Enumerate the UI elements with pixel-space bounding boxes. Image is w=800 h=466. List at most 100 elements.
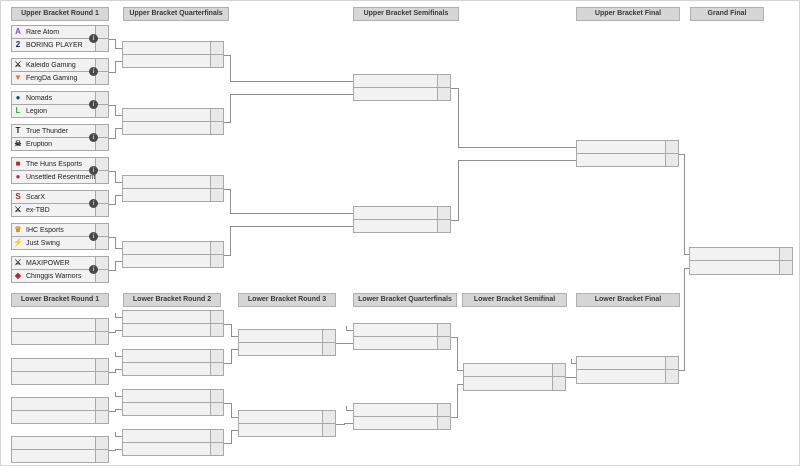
match-info-icon[interactable]: i xyxy=(89,133,98,142)
team-name[interactable]: MAXIPOWER xyxy=(26,259,70,267)
bracket-connector xyxy=(231,335,239,337)
team-name[interactable]: Rare Atom xyxy=(26,28,60,36)
bracket-connector xyxy=(336,423,345,425)
bracket-connector xyxy=(109,104,116,106)
team-name[interactable]: Legion xyxy=(26,107,48,115)
team-score xyxy=(210,443,223,455)
team-row xyxy=(239,424,335,436)
team-row[interactable]: ⚡Just Swing xyxy=(12,237,108,249)
team-name[interactable]: True Thunder xyxy=(26,127,69,135)
loser-drop-connector xyxy=(115,312,116,318)
team-name[interactable]: The Huns Esports xyxy=(26,160,83,168)
upper-quarterfinal-match-2 xyxy=(122,108,224,135)
bracket-connector xyxy=(224,54,231,56)
team-name[interactable]: Chinggis Warriors xyxy=(26,272,82,280)
team-row[interactable]: S ScarX xyxy=(12,191,108,204)
bracket-connector xyxy=(115,409,116,412)
bracket-connector xyxy=(231,430,232,444)
match-info-icon[interactable]: i xyxy=(89,67,98,76)
match-info-icon[interactable]: i xyxy=(89,166,98,175)
team-row xyxy=(464,377,565,390)
team-name[interactable]: FengDa Gaming xyxy=(26,74,78,82)
team-row[interactable]: ●Unsettled Resentment xyxy=(12,171,108,183)
team-row xyxy=(12,332,108,344)
team-row[interactable]: 2 BORING PLAYER xyxy=(12,39,108,51)
team-score xyxy=(552,377,565,390)
team-score xyxy=(95,270,108,282)
bracket-connector xyxy=(458,146,577,148)
match-info-icon[interactable]: i xyxy=(89,199,98,208)
team-row[interactable]: ⚔ex-TBD xyxy=(12,204,108,216)
team-score xyxy=(95,411,108,423)
team-score xyxy=(665,357,678,369)
rare-atom-logo-icon: A xyxy=(15,27,21,36)
team-score xyxy=(95,257,108,269)
team-name[interactable]: BORING PLAYER xyxy=(26,41,83,49)
team-row xyxy=(123,122,223,134)
team-score xyxy=(95,138,108,150)
team-score xyxy=(779,248,792,260)
team-score xyxy=(95,437,108,449)
team-row xyxy=(123,311,223,324)
header-lower-bracket-semifinal: Lower Bracket Semifinal xyxy=(462,293,567,307)
team-row[interactable]: ♛IHC Esports xyxy=(12,224,108,237)
lower-semifinal-match-1 xyxy=(463,363,566,391)
match-info-icon[interactable]: i xyxy=(89,34,98,43)
team-row[interactable]: ◆Chinggis Warriors xyxy=(12,270,108,282)
team-name[interactable]: ex-TBD xyxy=(26,206,50,214)
bracket-connector xyxy=(344,423,354,425)
bracket-connector xyxy=(458,87,459,148)
team-row[interactable]: ▼FengDa Gaming xyxy=(12,72,108,84)
team-row[interactable]: ■The Huns Esports xyxy=(12,158,108,171)
header-upper-bracket-round-1: Upper Bracket Round 1 xyxy=(11,7,109,21)
team-row[interactable]: ☠Eruption xyxy=(12,138,108,150)
upper-quarterfinal-match-1 xyxy=(122,41,224,68)
bracket-connector xyxy=(115,38,116,49)
team-score xyxy=(437,404,450,416)
team-name[interactable]: ScarX xyxy=(26,193,46,201)
bracket-connector xyxy=(230,94,354,96)
team-row[interactable]: ⚔Kaleido Gaming xyxy=(12,59,108,72)
team-name[interactable]: Just Swing xyxy=(26,239,60,247)
team-row xyxy=(577,357,678,370)
team-row[interactable]: ● Nomads xyxy=(12,92,108,105)
team-row xyxy=(12,359,108,372)
loser-drop-connector xyxy=(346,329,353,331)
match-info-icon[interactable]: i xyxy=(89,100,98,109)
bracket-connector xyxy=(109,38,116,40)
boring-player-logo-icon: 2 xyxy=(15,40,21,49)
bracket-connector xyxy=(115,128,116,139)
team-score xyxy=(95,372,108,384)
team-score xyxy=(95,224,108,236)
bracket-connector xyxy=(230,80,354,82)
team-row xyxy=(354,337,450,349)
team-name[interactable]: Unsettled Resentment xyxy=(26,173,96,181)
team-score xyxy=(95,237,108,249)
bracket-connector xyxy=(457,384,464,385)
team-name[interactable]: Eruption xyxy=(26,140,53,148)
nomads-logo-icon: ● xyxy=(15,93,21,102)
match-info-icon[interactable]: i xyxy=(89,265,98,274)
team-row xyxy=(12,372,108,384)
bracket-connector xyxy=(230,94,231,123)
team-row[interactable]: ⚔MAXIPOWER xyxy=(12,257,108,270)
bracket-connector xyxy=(458,160,577,162)
team-row xyxy=(12,319,108,332)
match-info-icon[interactable]: i xyxy=(89,232,98,241)
team-row xyxy=(577,370,678,383)
team-name[interactable]: Kaleido Gaming xyxy=(26,61,76,69)
team-row xyxy=(123,242,223,255)
team-name[interactable]: IHC Esports xyxy=(26,226,64,234)
team-name[interactable]: Nomads xyxy=(26,94,53,102)
team-row[interactable]: A Rare Atom xyxy=(12,26,108,39)
upper-semifinal-match-2 xyxy=(353,206,451,233)
scarx-logo-icon: S xyxy=(15,192,21,201)
bracket-connector xyxy=(679,370,685,371)
team-row xyxy=(123,255,223,267)
bracket-connector xyxy=(115,181,123,183)
